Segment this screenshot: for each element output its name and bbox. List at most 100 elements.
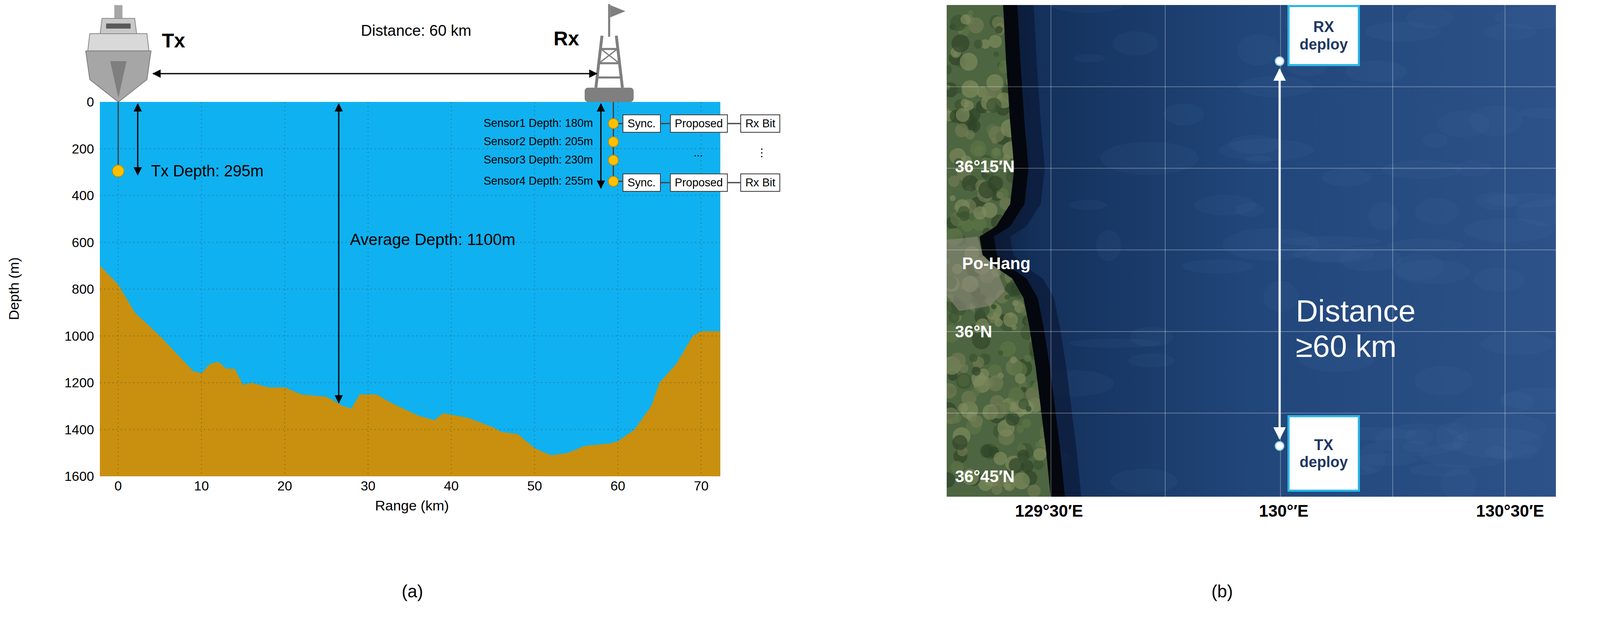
seafloor-texture	[1518, 107, 1556, 120]
axis-title: Range (km)	[374, 497, 449, 514]
land-texture	[1024, 354, 1032, 363]
land-texture	[969, 140, 987, 158]
buoy-flag	[610, 4, 626, 18]
seafloor-texture	[1473, 267, 1525, 292]
land-texture	[1022, 88, 1039, 105]
land-texture	[1026, 86, 1044, 104]
grid-line	[99, 195, 721, 196]
ship-hull	[85, 51, 152, 103]
land-texture	[1031, 146, 1048, 163]
land-texture	[1038, 194, 1049, 205]
land-texture	[1046, 20, 1053, 28]
land-texture	[946, 4, 1062, 497]
land-texture	[1019, 160, 1034, 175]
depth-profile	[99, 101, 721, 477]
node-text: Sync.	[627, 116, 656, 131]
land-texture	[948, 312, 960, 323]
land-texture	[1027, 230, 1045, 247]
land-texture	[1031, 91, 1047, 107]
land-texture	[1033, 448, 1047, 462]
land-texture	[1034, 306, 1042, 313]
land-texture	[1010, 281, 1025, 296]
land-texture	[987, 230, 993, 236]
node-text: Sync.	[627, 176, 656, 190]
node-text: Proposed	[674, 176, 724, 190]
land-texture	[1045, 345, 1054, 353]
tick-label: 10	[193, 478, 209, 494]
sensor-label: Sensor1 Depth: 180m	[483, 116, 593, 130]
grid-line	[99, 335, 721, 337]
seafloor-texture	[1515, 198, 1556, 227]
land-texture	[1005, 4, 1016, 12]
seafloor-texture	[1414, 365, 1473, 396]
land-texture	[1014, 138, 1029, 153]
seafloor-texture	[1069, 200, 1107, 211]
buoy-brace	[600, 49, 620, 64]
tick-label: 0	[114, 478, 122, 494]
seafloor-texture	[1073, 54, 1105, 63]
land-texture	[1035, 327, 1050, 342]
node-text: Rx Bit	[745, 176, 776, 190]
distance-label: Distance: 60 km	[360, 22, 472, 40]
satellite-map	[946, 4, 1556, 497]
land-texture	[969, 414, 983, 428]
sensor-label: Sensor4 Depth: 255m	[483, 174, 593, 188]
land-texture	[1026, 114, 1044, 132]
land-texture	[1025, 171, 1039, 185]
seafloor-texture	[1381, 160, 1462, 179]
seafloor-texture	[1181, 259, 1253, 274]
seafloor-texture	[1500, 387, 1556, 411]
seafloor-texture	[1194, 194, 1257, 216]
land-texture	[1000, 119, 1020, 138]
land-texture	[1016, 425, 1025, 434]
seafloor-texture	[1100, 141, 1199, 176]
land-texture	[1031, 76, 1049, 94]
axis-title: Depth (m)	[5, 257, 23, 320]
land-texture	[955, 107, 970, 122]
land-texture	[1017, 101, 1023, 107]
land-texture	[1021, 418, 1032, 429]
map-grid	[1164, 4, 1166, 497]
process-box: Sync.	[622, 114, 661, 133]
land-texture	[1028, 161, 1047, 180]
node-text: Proposed	[674, 116, 724, 131]
buoy-bar	[596, 76, 622, 79]
seafloor-texture	[1245, 155, 1272, 164]
nearshore-water	[946, 4, 1066, 497]
seafloor-texture	[1422, 133, 1449, 148]
land-texture	[1018, 454, 1028, 464]
tick-label: 800	[71, 281, 95, 298]
land-texture	[1004, 294, 1010, 300]
land-texture	[1027, 136, 1038, 147]
land-texture	[1014, 152, 1029, 167]
sensor-dot	[608, 176, 619, 187]
land-texture	[1031, 220, 1039, 229]
transducer-dot	[112, 165, 125, 177]
seafloor-texture	[1374, 423, 1463, 457]
process-box: Rx Bit	[740, 173, 781, 192]
land-texture	[1003, 312, 1018, 328]
deploy-box: TX deploy	[1287, 415, 1360, 492]
buoy-platform	[584, 87, 634, 102]
land-texture	[952, 435, 968, 451]
land-texture	[1026, 226, 1043, 243]
land-texture	[1049, 166, 1057, 174]
grid-line	[99, 382, 721, 384]
land-texture	[993, 51, 999, 58]
land-texture	[1038, 63, 1047, 72]
land-texture	[1047, 99, 1062, 114]
land-texture	[1013, 197, 1030, 213]
buoy-icon	[584, 4, 634, 102]
sensor-label: Sensor2 Depth: 205m	[483, 135, 593, 149]
land-texture	[1033, 459, 1044, 470]
land-texture	[1017, 163, 1034, 181]
tick-label: 400	[71, 188, 95, 204]
map-grid	[1392, 4, 1394, 497]
land-texture	[1036, 267, 1042, 273]
land-texture	[987, 375, 1004, 392]
seafloor-texture	[1406, 7, 1454, 30]
node-text: RX deploy	[1292, 18, 1355, 53]
tick-label: 600	[71, 234, 95, 251]
latitude-label: 36°15′N	[955, 156, 1015, 177]
land-texture	[948, 175, 960, 187]
